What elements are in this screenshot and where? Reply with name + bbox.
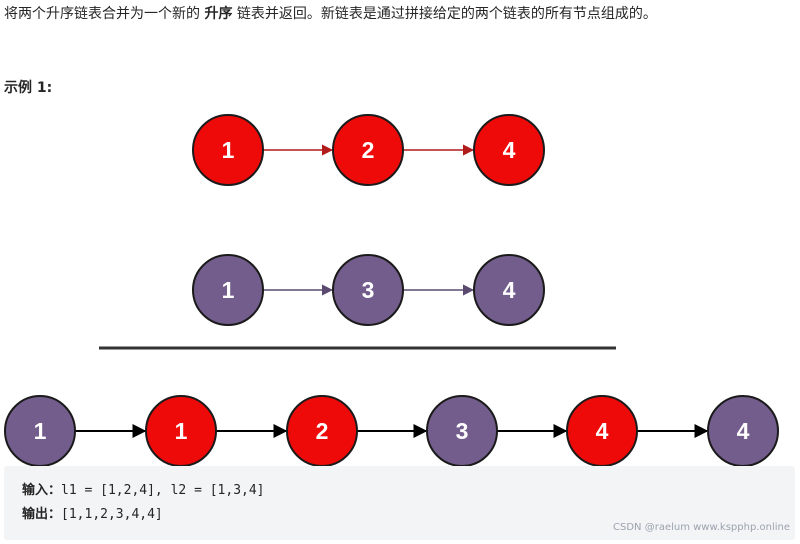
l2-node-value-3: 4 xyxy=(503,277,516,303)
l1-node-circle-1 xyxy=(192,114,264,186)
l2-node-3: 4 xyxy=(473,254,545,326)
l1-node-3: 4 xyxy=(473,114,545,186)
l1-node-value-2: 2 xyxy=(362,137,375,163)
description-text-2: 链表并返回。新链表是通过拼接给定的两个链表的所有节点组成的。 xyxy=(232,6,657,22)
l1-node-value-1: 1 xyxy=(222,137,235,163)
merged-node-6: 4 xyxy=(707,395,779,466)
watermark: CSDN @raelum www.kspphp.online xyxy=(613,522,790,533)
merged-node-value-5: 4 xyxy=(596,418,609,444)
list-l1: 1 2 4 xyxy=(192,114,545,186)
merged-node-2: 1 xyxy=(145,395,217,466)
merged-node-4: 3 xyxy=(426,395,498,466)
l2-node-2: 3 xyxy=(332,254,404,326)
l2-node-value-2: 3 xyxy=(362,277,375,303)
input-value: l1 = [1,2,4], l2 = [1,3,4] xyxy=(61,483,265,498)
list-merged: 1 1 2 3 4 4 xyxy=(4,395,779,466)
input-line: 输入：l1 = [1,2,4], l2 = [1,3,4] xyxy=(22,482,265,500)
l1-node-circle-2 xyxy=(332,114,404,186)
merged-node-circle-3 xyxy=(286,395,358,466)
output-value: [1,1,2,3,4,4] xyxy=(61,507,163,522)
merged-node-circle-4 xyxy=(426,395,498,466)
l2-node-value-1: 1 xyxy=(222,277,235,303)
description-text-1: 将两个升序链表合并为一个新的 xyxy=(4,6,205,22)
l2-node-1: 1 xyxy=(192,254,264,326)
list-l2: 1 3 4 xyxy=(192,254,545,326)
l1-node-circle-3 xyxy=(473,114,545,186)
merged-node-circle-1 xyxy=(4,395,76,466)
description-emphasis: 升序 xyxy=(204,6,233,22)
example-io-box: 输入：l1 = [1,2,4], l2 = [1,3,4] 输出：[1,1,2,… xyxy=(4,466,795,540)
merged-node-value-2: 1 xyxy=(175,418,188,444)
l1-node-value-3: 4 xyxy=(503,137,516,163)
merged-node-value-1: 1 xyxy=(34,418,47,444)
merged-node-circle-6 xyxy=(707,395,779,466)
merged-node-circle-5 xyxy=(566,395,638,466)
input-label: 输入： xyxy=(22,483,62,498)
merged-node-1: 1 xyxy=(4,395,76,466)
example-heading: 示例 1: xyxy=(4,80,53,96)
merged-node-5: 4 xyxy=(566,395,638,466)
l2-node-circle-2 xyxy=(332,254,404,326)
output-label: 输出： xyxy=(22,507,62,522)
l1-node-1: 1 xyxy=(192,114,264,186)
output-line: 输出：[1,1,2,3,4,4] xyxy=(22,506,163,524)
merged-node-value-6: 4 xyxy=(737,418,750,444)
merged-node-3: 2 xyxy=(286,395,358,466)
merged-node-value-4: 3 xyxy=(456,418,469,444)
merged-node-circle-2 xyxy=(145,395,217,466)
l2-node-circle-1 xyxy=(192,254,264,326)
merged-node-value-3: 2 xyxy=(316,418,329,444)
l1-node-2: 2 xyxy=(332,114,404,186)
l2-node-circle-3 xyxy=(473,254,545,326)
problem-description: 将两个升序链表合并为一个新的 升序 链表并返回。新链表是通过拼接给定的两个链表的… xyxy=(4,4,657,24)
linked-list-diagram: 1 2 4 1 3 4 1 1 2 3 4 4 xyxy=(4,114,779,466)
